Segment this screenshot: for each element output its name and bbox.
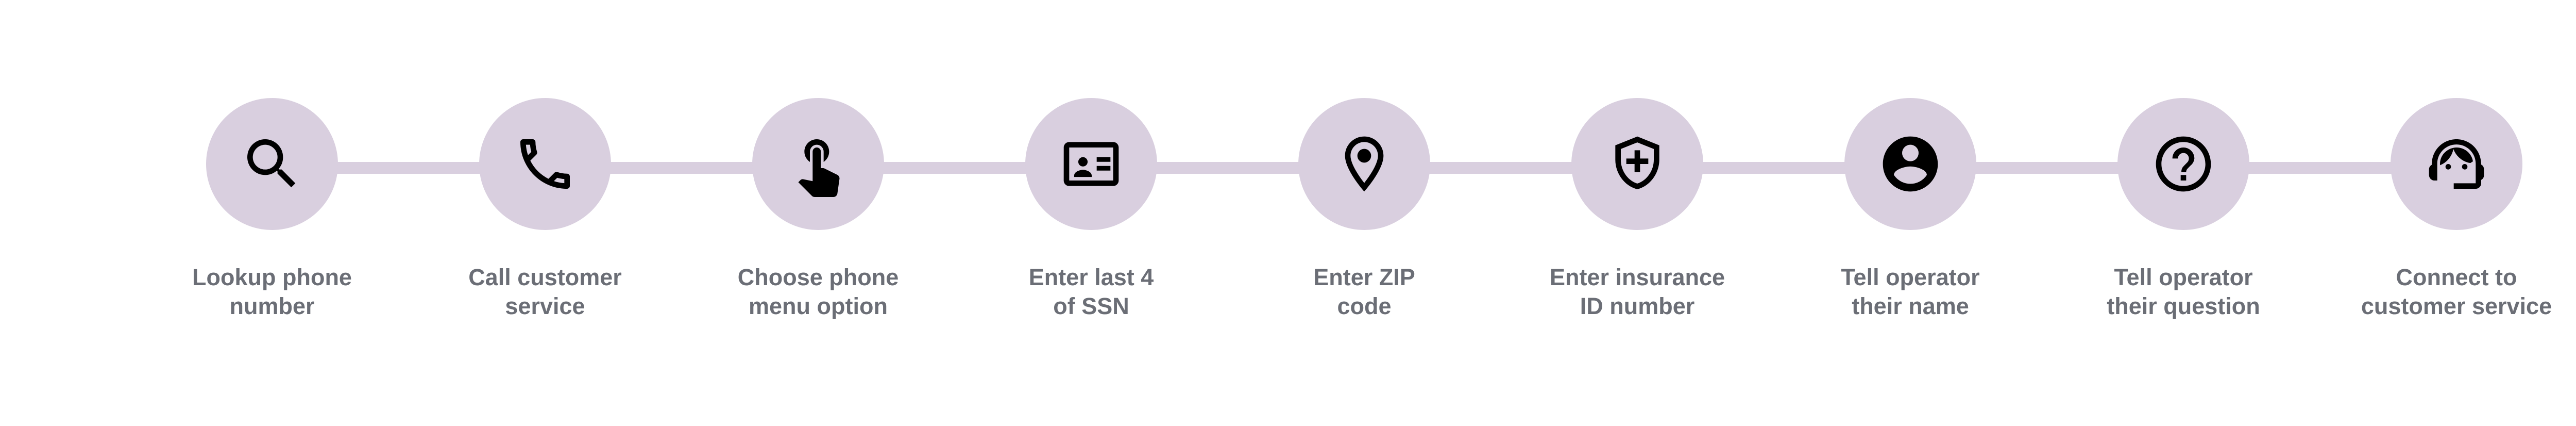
flow-step-8-label: Tell operator their question <box>2107 264 2260 320</box>
shield-medical-cross-icon <box>1604 131 1670 197</box>
flow-step-8[interactable]: Tell operator their question <box>2047 0 2456 321</box>
flow-step-5[interactable]: Enter ZIP code <box>1228 0 1637 321</box>
flow-step-2[interactable]: Call customer service <box>409 0 818 321</box>
flow-step-2-label: Call customer service <box>468 264 622 320</box>
flow-step-1[interactable]: Lookup phone number <box>135 0 545 321</box>
flow-step-5-node[interactable] <box>1298 98 1430 230</box>
flow-step-4[interactable]: Enter last 4 of SSN <box>955 0 1364 321</box>
flow-step-4-label: Enter last 4 of SSN <box>1028 264 1154 320</box>
id-badge-card-icon <box>1058 131 1124 197</box>
help-question-circle-icon <box>2150 131 2216 197</box>
touch-app-tap-icon <box>785 131 851 197</box>
flow-step-6-label: Enter insurance ID number <box>1549 264 1725 320</box>
flow-step-7-node[interactable] <box>1844 98 1976 230</box>
flow-step-8-node[interactable] <box>2117 98 2249 230</box>
account-circle-person-icon <box>1877 131 1943 197</box>
flow-step-6[interactable]: Enter insurance ID number <box>1501 0 1910 321</box>
connector-line-8-to-9 <box>2183 162 2456 174</box>
connector-line-1-to-2 <box>272 162 545 174</box>
flow-step-1-label: Lookup phone number <box>192 264 352 320</box>
flow-step-1-node[interactable] <box>206 98 338 230</box>
connector-line-4-to-5 <box>1091 162 1364 174</box>
phone-call-icon <box>512 131 578 197</box>
flow-step-6-node[interactable] <box>1571 98 1703 230</box>
connector-line-5-to-6 <box>1364 162 1637 174</box>
support-agent-headset-icon <box>2424 131 2489 197</box>
search-icon <box>239 131 305 197</box>
flow-step-5-label: Enter ZIP code <box>1313 264 1415 320</box>
location-pin-icon <box>1331 131 1397 197</box>
flow-step-9-node[interactable] <box>2391 98 2522 230</box>
flow-step-3[interactable]: Choose phone menu option <box>682 0 1091 321</box>
connector-line-6-to-7 <box>1637 162 1910 174</box>
flow-step-2-node[interactable] <box>479 98 611 230</box>
connector-line-2-to-3 <box>545 162 818 174</box>
flow-step-9[interactable]: Connect to customer service <box>2320 0 2576 321</box>
flow-step-9-label: Connect to customer service <box>2361 264 2552 320</box>
flow-step-3-node[interactable] <box>752 98 884 230</box>
connector-line-3-to-4 <box>818 162 1091 174</box>
flow-step-4-node[interactable] <box>1025 98 1157 230</box>
connector-line-7-to-8 <box>1910 162 2183 174</box>
flow-step-7-label: Tell operator their name <box>1841 264 1980 320</box>
flow-step-3-label: Choose phone menu option <box>737 264 899 320</box>
flow-step-7[interactable]: Tell operator their name <box>1774 0 2183 321</box>
